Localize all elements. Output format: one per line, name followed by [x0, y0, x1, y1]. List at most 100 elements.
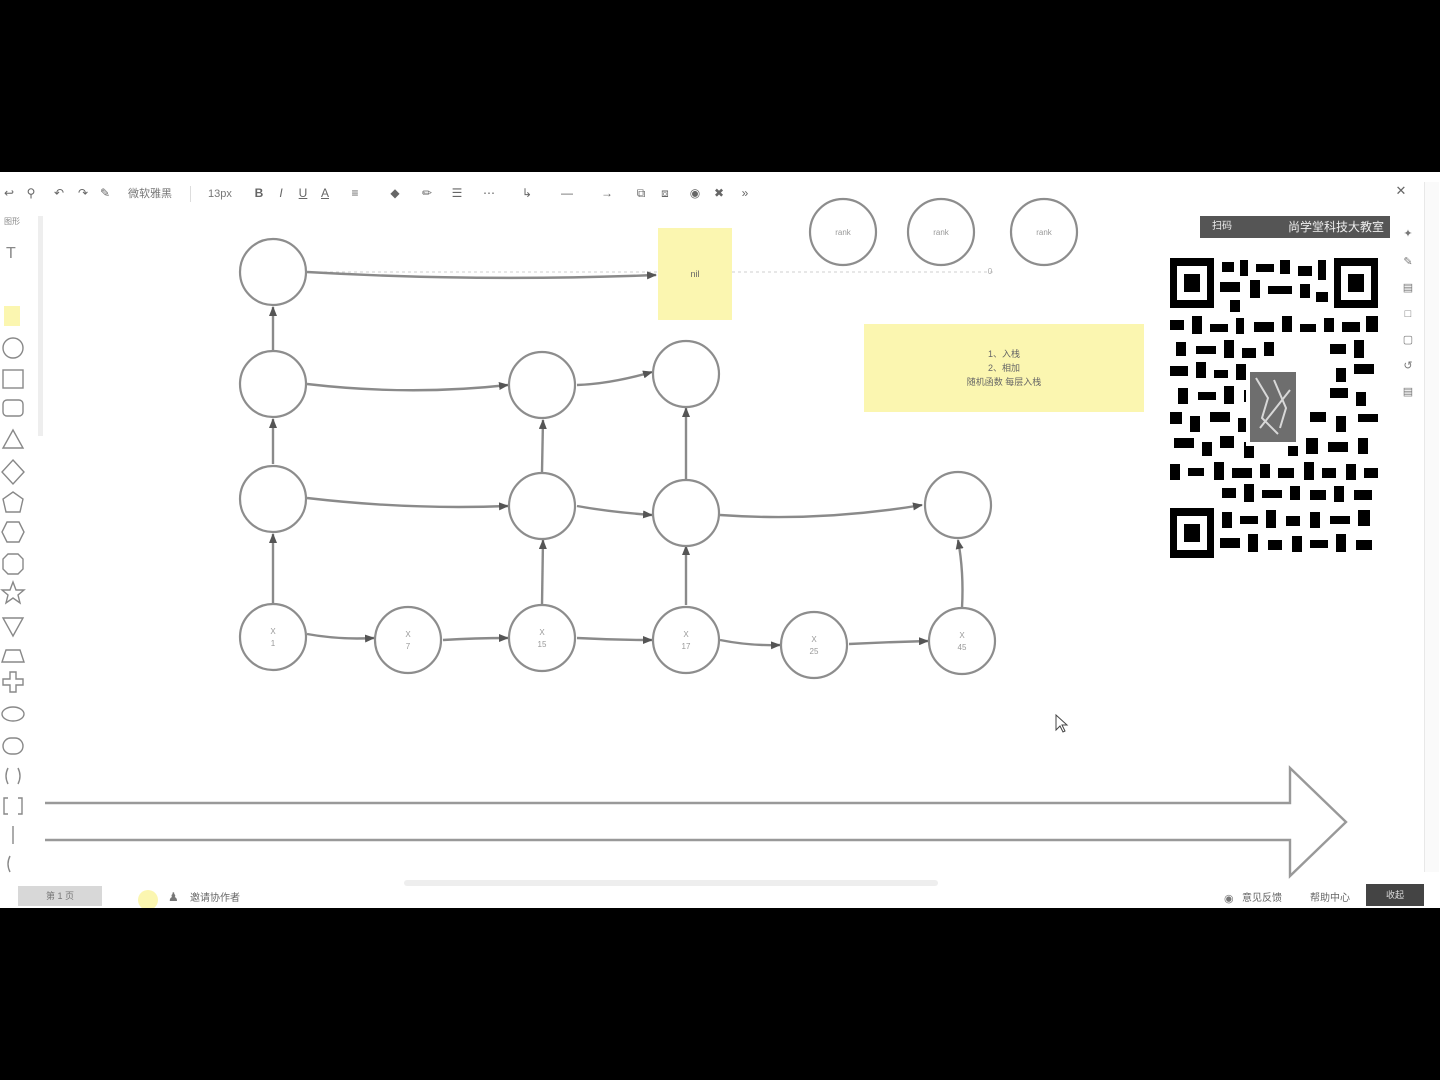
node-l1-3	[507, 603, 577, 673]
help-center-link[interactable]: 帮助中心	[1310, 893, 1350, 904]
edge-l1-4-5	[719, 638, 781, 650]
feedback-link[interactable]: 意见反馈	[1242, 893, 1282, 904]
node-label-value: 1	[270, 639, 276, 648]
edge-l1-1-2	[306, 632, 375, 643]
rank-node-label: rank	[933, 228, 949, 237]
line-width-icon[interactable]: ☰	[451, 186, 463, 200]
node-label-x: X	[683, 630, 689, 639]
horizontal-scrollbar[interactable]	[404, 880, 938, 886]
line-color-icon[interactable]: ✏	[421, 186, 433, 200]
collapse-button[interactable]: 收起	[1366, 884, 1424, 906]
nil-note-text: nil	[690, 269, 700, 279]
fill-color-icon[interactable]: ◆	[390, 186, 400, 200]
rounded-rectangle-shape-icon	[2, 399, 24, 417]
node-label-x: X	[811, 635, 817, 644]
node-l3-1	[238, 349, 308, 419]
qr-banner	[1200, 216, 1390, 238]
edge-l2-2-3	[576, 504, 653, 519]
delete-icon[interactable]: ✖	[713, 186, 725, 200]
node-label-value: 17	[681, 642, 691, 651]
brace-shape-icon	[5, 767, 21, 785]
align-icon[interactable]: ≡	[351, 186, 359, 200]
edge-top-to-nil	[306, 270, 657, 280]
node-label-value: 15	[537, 640, 547, 649]
node-l1-2	[373, 605, 443, 675]
document-icon[interactable]: □	[1404, 308, 1412, 320]
page-tab[interactable]: 第 1 页	[18, 886, 102, 906]
rank-node-3	[1009, 197, 1079, 267]
right-tool-panel: ✦ ✎ ▤ □ ▢ ↺ ▤	[1394, 216, 1424, 616]
comment-icon[interactable]: ▤	[1402, 386, 1414, 398]
close-icon[interactable]: ✕	[1395, 183, 1407, 198]
bracket-shape-icon	[3, 797, 23, 815]
format-painter-icon[interactable]: ✎	[99, 186, 111, 200]
invite-collaborator-link[interactable]: 邀请协作者	[190, 893, 240, 904]
back-icon[interactable]: ↩	[3, 186, 15, 200]
italic-icon[interactable]: I	[279, 186, 283, 200]
font-color-icon[interactable]: A	[320, 186, 329, 200]
group-icon[interactable]: ⧉	[636, 186, 646, 200]
nil-note[interactable]	[658, 228, 732, 320]
diagram-canvas[interactable]	[0, 172, 1440, 908]
layers-icon[interactable]: ▤	[1402, 282, 1414, 294]
node-label-x: X	[959, 631, 965, 640]
node-top-1	[238, 237, 308, 307]
node-label-x: X	[405, 630, 411, 639]
undo-icon[interactable]: ↶	[53, 186, 65, 200]
redo-icon[interactable]: ↷	[77, 186, 89, 200]
circle-shape-icon	[2, 337, 24, 359]
lock-icon[interactable]: ◉	[689, 186, 701, 200]
font-size-select[interactable]: 13px	[208, 188, 232, 200]
rectangle-shape-icon	[2, 369, 24, 389]
line-style-icon[interactable]: ⋯	[483, 186, 495, 200]
info-note[interactable]	[864, 324, 1144, 412]
feedback-icon[interactable]: ◉	[1224, 893, 1234, 905]
shape-panel-header: 图形	[4, 217, 20, 226]
edge-l3-2-3	[576, 370, 653, 387]
font-family-select[interactable]: 微软雅黑	[128, 188, 172, 200]
more-icon[interactable]: »	[741, 186, 749, 200]
shape-panel: 图形 T	[0, 216, 36, 896]
pentagon-shape-icon	[2, 491, 24, 513]
vertical-scrollbar[interactable]	[1424, 182, 1439, 872]
bold-icon[interactable]: B	[254, 186, 264, 200]
mouse-cursor-icon	[1055, 713, 1069, 733]
shape-panel-scrollbar[interactable]	[38, 216, 43, 436]
node-label-x: X	[270, 627, 276, 636]
edit-page-icon[interactable]: ✎	[1403, 256, 1413, 268]
timeline-big-arrow	[45, 765, 1348, 879]
line-start-icon[interactable]: —	[561, 186, 573, 200]
node-l2-4	[923, 470, 993, 540]
toolbar: ↩ ⚲ ↶ ↷ ✎ 微软雅黑 13px B I U A ≡ ◆ ✏ ☰ ⋯ ↳ …	[0, 172, 1440, 216]
arrange-icon[interactable]: ⧈	[661, 186, 669, 200]
compass-icon[interactable]: ✦	[1403, 228, 1413, 240]
node-l3-2	[507, 350, 577, 420]
avatar[interactable]	[138, 890, 158, 908]
diamond-shape-icon	[1, 458, 25, 486]
edge-v-col3-b	[538, 419, 547, 473]
shape-list[interactable]: T	[0, 216, 36, 896]
add-user-icon[interactable]: ♟	[168, 890, 179, 904]
zoom-icon[interactable]: ⚲	[26, 186, 36, 200]
history-icon[interactable]: ↺	[1403, 360, 1413, 372]
node-l2-3	[651, 478, 721, 548]
edge-l1-3-4	[576, 635, 653, 644]
rank-node-1	[808, 197, 878, 267]
connector-icon[interactable]: ↳	[521, 186, 533, 200]
node-l1-5	[779, 610, 849, 680]
node-label-value: 25	[809, 647, 819, 656]
hexagon-shape-icon	[1, 521, 25, 543]
status-bar	[0, 882, 1440, 908]
anchor-label: 0	[987, 267, 993, 276]
node-label-value: 45	[957, 643, 967, 652]
rank-node-label: rank	[835, 228, 851, 237]
toolbar-divider	[190, 186, 191, 202]
text-shape-icon: T	[6, 245, 16, 262]
node-l1-4	[651, 605, 721, 675]
page-icon[interactable]: ▢	[1402, 334, 1414, 346]
arrow-end-icon[interactable]: →	[601, 186, 613, 200]
underline-icon[interactable]: U	[298, 186, 308, 200]
edge-v-col6-a	[955, 539, 964, 609]
inverted-triangle-shape-icon	[1, 617, 25, 638]
node-l2-2	[507, 471, 577, 541]
